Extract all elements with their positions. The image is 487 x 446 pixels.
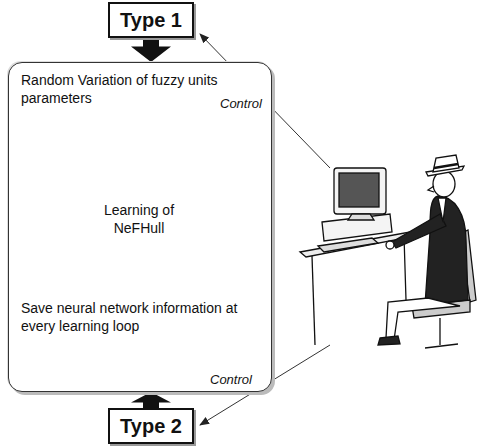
- person-at-computer: [300, 155, 476, 348]
- block-arrow: [131, 392, 171, 408]
- node-text: Learning of NeFHull: [95, 201, 183, 237]
- node-text: Type 1: [120, 7, 182, 33]
- cycle-label: Learning of NeFHull: [95, 201, 183, 237]
- type-box: Type 2: [108, 408, 194, 444]
- node-text: Type 2: [120, 413, 182, 439]
- type-box: Type 1: [108, 2, 194, 38]
- block-arrow: [131, 38, 171, 62]
- node-text: Save neural network information at every…: [21, 299, 261, 335]
- node-text: Random Variation of fuzzy units paramete…: [21, 71, 231, 107]
- control-label: Control: [208, 372, 254, 388]
- control-label: Control: [218, 96, 264, 112]
